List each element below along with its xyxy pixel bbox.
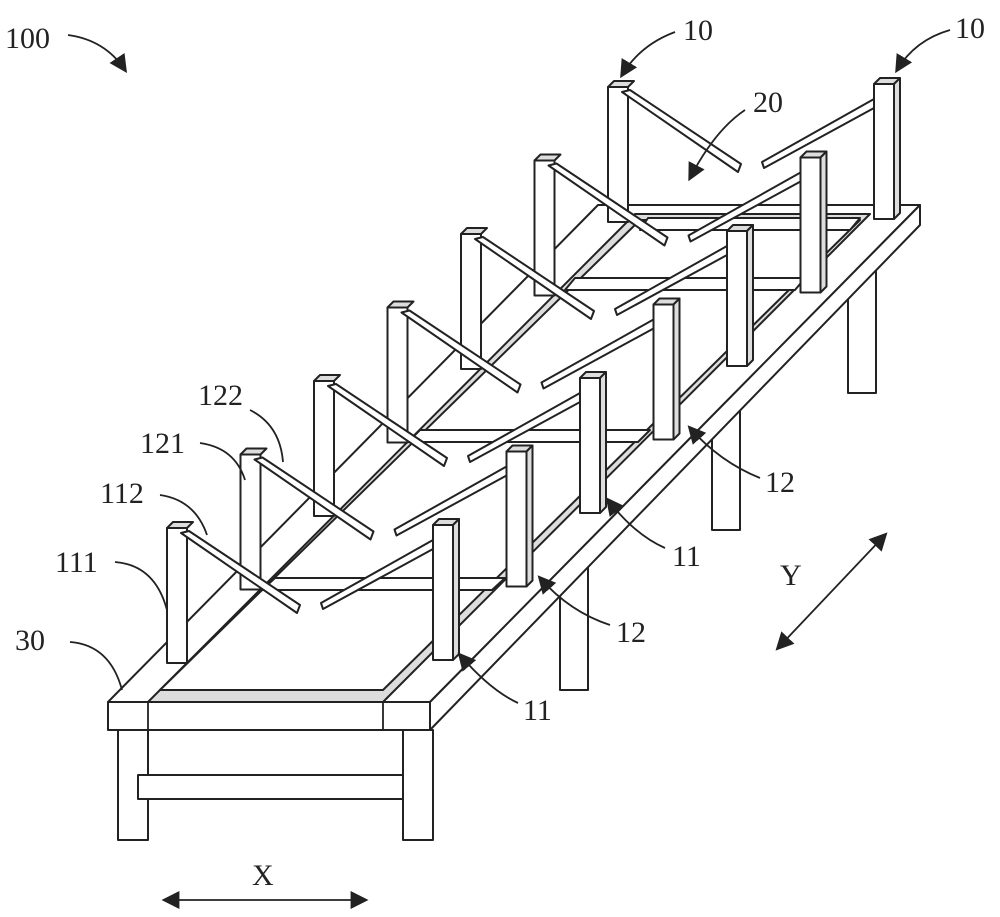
left-post-top <box>314 375 340 381</box>
right-post <box>580 378 600 513</box>
label-100: 100 <box>5 22 50 55</box>
label-12-upper: 12 <box>765 466 795 499</box>
axis-y-label: Y <box>780 559 802 592</box>
right-post-side <box>894 78 900 219</box>
right-post-side <box>527 446 533 587</box>
axis-x-label: X <box>252 859 274 892</box>
left-post-top <box>535 155 561 161</box>
label-12-lower: 12 <box>616 616 646 649</box>
left-post-top <box>461 228 487 234</box>
right-post <box>507 452 527 587</box>
right-post <box>654 305 674 440</box>
right-post <box>874 84 894 219</box>
right-post-side <box>600 372 606 513</box>
right-post <box>801 158 821 293</box>
label-11-lower: 11 <box>523 694 552 727</box>
label-20: 20 <box>753 86 783 119</box>
right-post-side <box>821 152 827 293</box>
label-111: 111 <box>55 546 98 579</box>
label-121: 121 <box>140 427 185 460</box>
left-post <box>167 528 187 663</box>
label-30: 30 <box>15 624 45 657</box>
right-post-side <box>453 519 459 660</box>
label-10-left: 10 <box>683 14 713 47</box>
left-post-top <box>388 302 414 308</box>
label-11-upper: 11 <box>672 540 701 573</box>
right-post <box>433 525 453 660</box>
left-post-top <box>608 81 634 87</box>
label-10-right: 10 <box>955 12 985 45</box>
label-122: 122 <box>198 379 243 412</box>
left-arm <box>622 90 741 172</box>
right-post <box>727 231 747 366</box>
left-post-top <box>167 522 193 528</box>
label-112: 112 <box>100 477 144 510</box>
right-post-side <box>674 299 680 440</box>
front-legs <box>118 730 433 840</box>
right-post-side <box>747 225 753 366</box>
left-post-top <box>241 449 267 455</box>
